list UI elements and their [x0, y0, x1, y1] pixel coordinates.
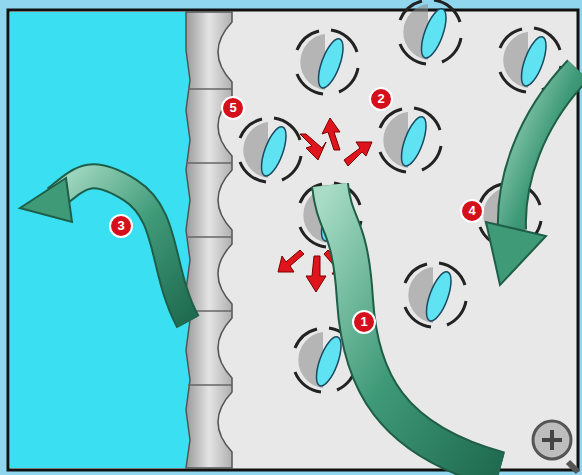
- molecule: [380, 108, 441, 172]
- callout-number: 2: [369, 87, 393, 111]
- wall-seams: [188, 89, 232, 385]
- molecule: [297, 30, 358, 94]
- water-region: [10, 12, 195, 468]
- callout-number: 1: [352, 310, 376, 334]
- zoom-icon: [533, 421, 578, 472]
- molecule: [400, 0, 461, 64]
- callout-number: 5: [221, 96, 245, 120]
- callout-number: 4: [460, 199, 484, 223]
- wall: [186, 12, 232, 468]
- ribbon-arrow: [20, 176, 188, 322]
- molecule: [240, 118, 301, 182]
- molecule: [405, 263, 466, 327]
- callout-number: 3: [109, 214, 133, 238]
- frame: [8, 10, 578, 470]
- ribbon-arrow: [486, 70, 578, 285]
- ribbon-arrow: [330, 185, 500, 470]
